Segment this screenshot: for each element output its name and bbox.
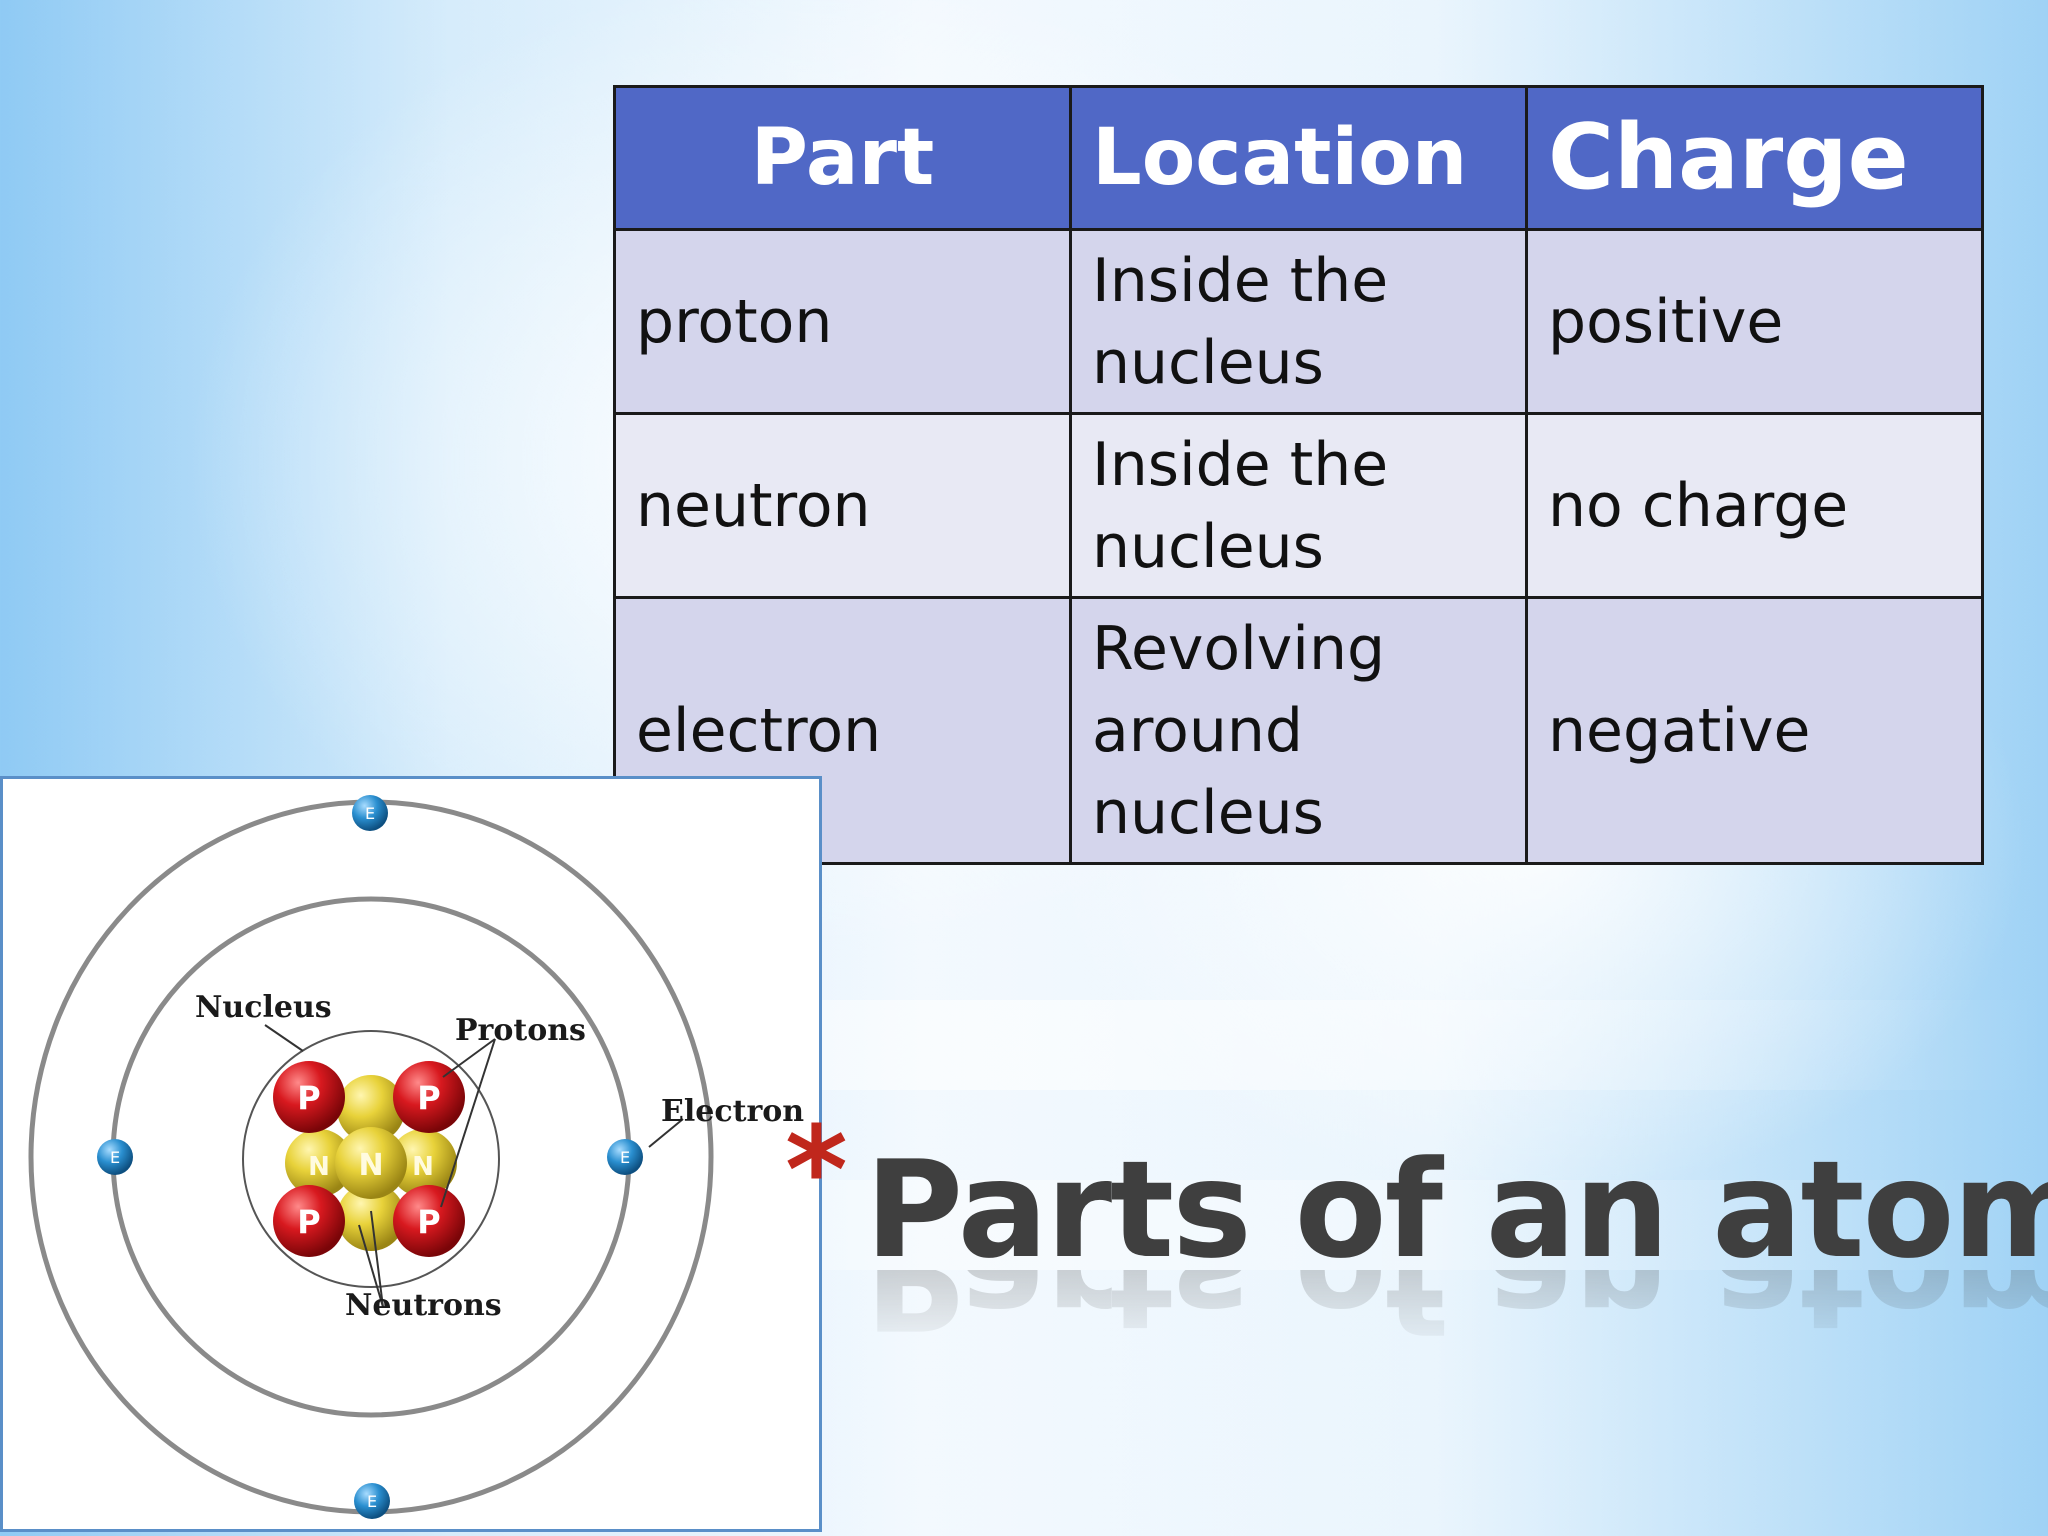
label-leaders: [264, 1024, 684, 1308]
nucleus-label: Nucleus: [195, 990, 332, 1025]
neutron-particle: [389, 1129, 457, 1197]
proton-particle: [273, 1185, 345, 1257]
nucleus-leader: [264, 1024, 304, 1052]
location-line: Inside the: [1092, 429, 1389, 500]
charge-cell: negative: [1525, 596, 1984, 865]
proton-symbol: P: [297, 1079, 320, 1117]
proton-symbol: P: [417, 1079, 440, 1117]
part-cell: proton: [613, 228, 1072, 415]
neutron-symbol: N: [358, 1148, 383, 1183]
atom-parts-table: Part Location Charge proton Inside the n…: [613, 85, 1984, 865]
location-line: nucleus: [1092, 777, 1324, 848]
table-row: neutron Inside the nucleus no charge: [613, 412, 1984, 599]
neutron-particle: [337, 1075, 405, 1143]
neutron-particle: [285, 1129, 353, 1197]
electron-leader: [648, 1118, 684, 1148]
slide-title: * Parts of an atom Parts of an atom: [785, 1112, 2048, 1410]
atom-diagram: P P P P N N N E E E E N: [0, 776, 822, 1532]
charge-cell: positive: [1525, 228, 1984, 415]
title-reflection: Parts of an atom: [865, 1270, 2048, 1358]
table-row: proton Inside the nucleus positive: [613, 228, 1984, 415]
location-line: Revolving: [1092, 613, 1386, 684]
protons-leader: [440, 1038, 496, 1208]
neutron-particle: [335, 1127, 407, 1199]
electron-label: Electron: [661, 1094, 804, 1129]
electrons: E E E E: [97, 795, 643, 1519]
header-location: Location: [1069, 85, 1528, 231]
proton-particle: [393, 1185, 465, 1257]
charge-cell: no charge: [1525, 412, 1984, 599]
electron-symbol: E: [367, 1492, 377, 1511]
location-cell: Inside the nucleus: [1069, 412, 1528, 599]
protons-label: Protons: [455, 1013, 586, 1048]
location-line: nucleus: [1092, 511, 1324, 582]
part-cell: neutron: [613, 412, 1072, 599]
electron-particle: [607, 1139, 643, 1175]
neutrons-label: Neutrons: [345, 1288, 502, 1323]
proton-particle: [273, 1061, 345, 1133]
electron-symbol: E: [110, 1148, 120, 1167]
electron-particle: [352, 795, 388, 831]
title-text: Parts of an atom: [865, 1132, 2048, 1288]
protons-leader: [442, 1038, 496, 1078]
proton-symbol: P: [297, 1203, 320, 1241]
atom-diagram-svg: P P P P N N N E E E E N: [28, 795, 804, 1519]
location-line: nucleus: [1092, 327, 1324, 398]
electron-particle: [97, 1139, 133, 1175]
table-header-row: Part Location Charge: [613, 85, 1984, 231]
location-line: around: [1092, 695, 1303, 766]
proton-particle: [393, 1061, 465, 1133]
location-line: Inside the: [1092, 245, 1389, 316]
nucleus: P P P P N N N: [273, 1061, 465, 1257]
neutrons-leader: [358, 1224, 384, 1308]
location-cell: Revolving around nucleus: [1069, 596, 1528, 865]
electron-symbol: E: [620, 1148, 630, 1167]
electron-symbol: E: [365, 804, 375, 823]
electron-particle: [354, 1483, 390, 1519]
neutron-symbol: N: [308, 1152, 330, 1182]
neutron-symbol: N: [412, 1152, 434, 1182]
header-charge: Charge: [1525, 85, 1984, 231]
proton-symbol: P: [417, 1203, 440, 1241]
nucleus-boundary: [242, 1030, 500, 1288]
header-part: Part: [613, 85, 1072, 231]
neutrons-leader: [370, 1210, 384, 1308]
location-cell: Inside the nucleus: [1069, 228, 1528, 415]
title-bullet: *: [785, 1102, 848, 1241]
